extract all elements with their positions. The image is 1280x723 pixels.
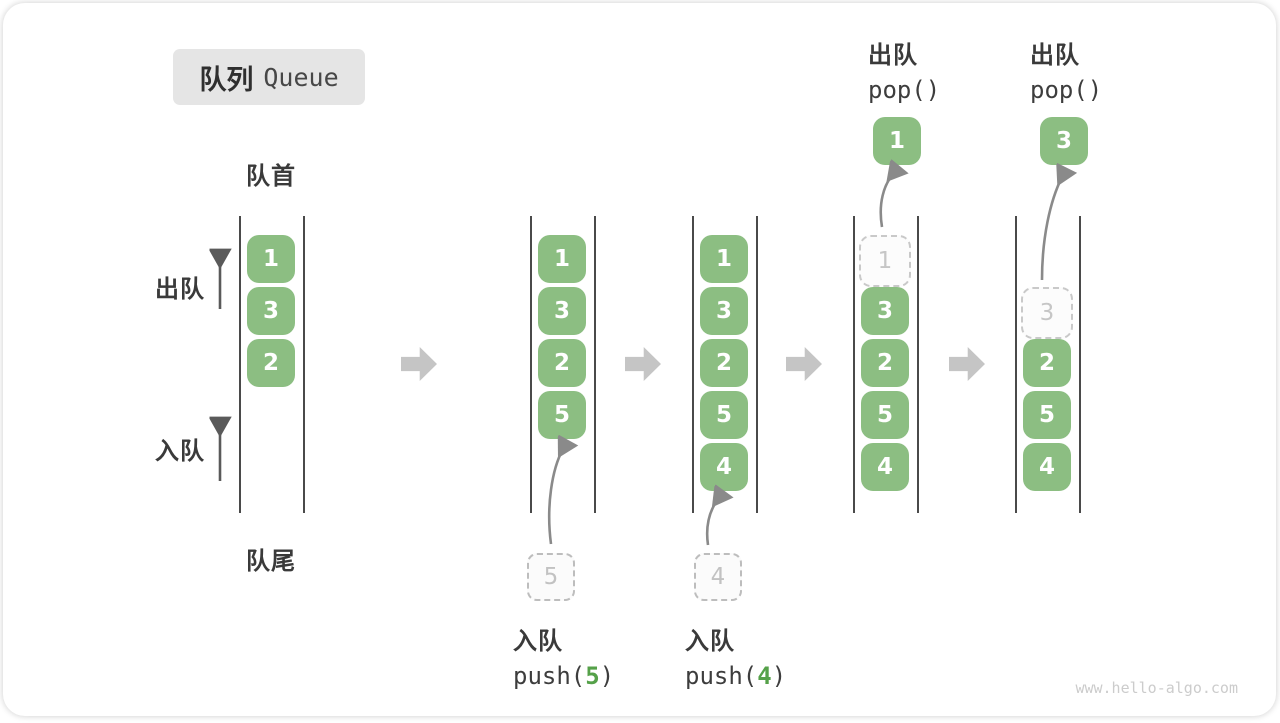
label-queue-front: 队首 — [246, 162, 296, 190]
queue-item: 5 — [700, 391, 748, 439]
watermark: www.hello-algo.com — [1075, 679, 1238, 697]
queue-item: 5 — [1023, 391, 1071, 439]
pop-op-1-label: 出队 — [868, 41, 918, 69]
staged-value-2: 4 — [694, 553, 742, 601]
queue-item-ghost: 3 — [1021, 287, 1073, 339]
queue-item: 1 — [700, 235, 748, 283]
transition-arrow-icon — [949, 347, 985, 381]
staged-value-1: 5 — [527, 553, 575, 601]
queue-item: 3 — [861, 287, 909, 335]
popped-value-1: 1 — [873, 117, 921, 165]
queue-item-ghost: 1 — [859, 235, 911, 287]
queue-item: 4 — [1023, 443, 1071, 491]
queue-item: 3 — [247, 287, 295, 335]
push-op-2: 入队 push(4) — [685, 621, 786, 690]
queue-item: 2 — [700, 339, 748, 387]
push-op-1: 入队 push(5) — [513, 621, 614, 690]
queue-item: 1 — [538, 235, 586, 283]
pop-op-1: 出队 pop() — [868, 35, 940, 104]
queue-item: 2 — [247, 339, 295, 387]
label-queue-rear: 队尾 — [246, 547, 296, 575]
queue-item: 1 — [247, 235, 295, 283]
pop-op-2-label: 出队 — [1030, 41, 1080, 69]
pop-op-1-code: pop() — [868, 76, 941, 104]
queue-item: 5 — [538, 391, 586, 439]
label-dequeue-side: 出队 — [155, 275, 205, 303]
queue-item: 2 — [1023, 339, 1071, 387]
transition-arrow-icon — [401, 347, 437, 381]
queue-item: 2 — [861, 339, 909, 387]
pop-op-2: 出队 pop() — [1030, 35, 1102, 104]
queue-item: 3 — [538, 287, 586, 335]
queue-item: 4 — [700, 443, 748, 491]
queue-item: 4 — [861, 443, 909, 491]
title-en: Queue — [263, 62, 339, 92]
queue-item: 3 — [700, 287, 748, 335]
push-op-2-label: 入队 — [685, 627, 735, 655]
popped-value-2: 3 — [1040, 117, 1088, 165]
transition-arrow-icon — [786, 347, 822, 381]
transition-arrow-icon — [625, 347, 661, 381]
pop-op-2-code: pop() — [1030, 76, 1103, 104]
title-badge: 队列 Queue — [173, 49, 365, 105]
title-zh: 队列 — [199, 64, 254, 96]
push-op-1-label: 入队 — [513, 627, 563, 655]
queue-item: 2 — [538, 339, 586, 387]
label-enqueue-side: 入队 — [155, 437, 205, 465]
push-op-2-code: push(4) — [685, 662, 787, 690]
push-op-1-code: push(5) — [513, 662, 615, 690]
queue-item: 5 — [861, 391, 909, 439]
